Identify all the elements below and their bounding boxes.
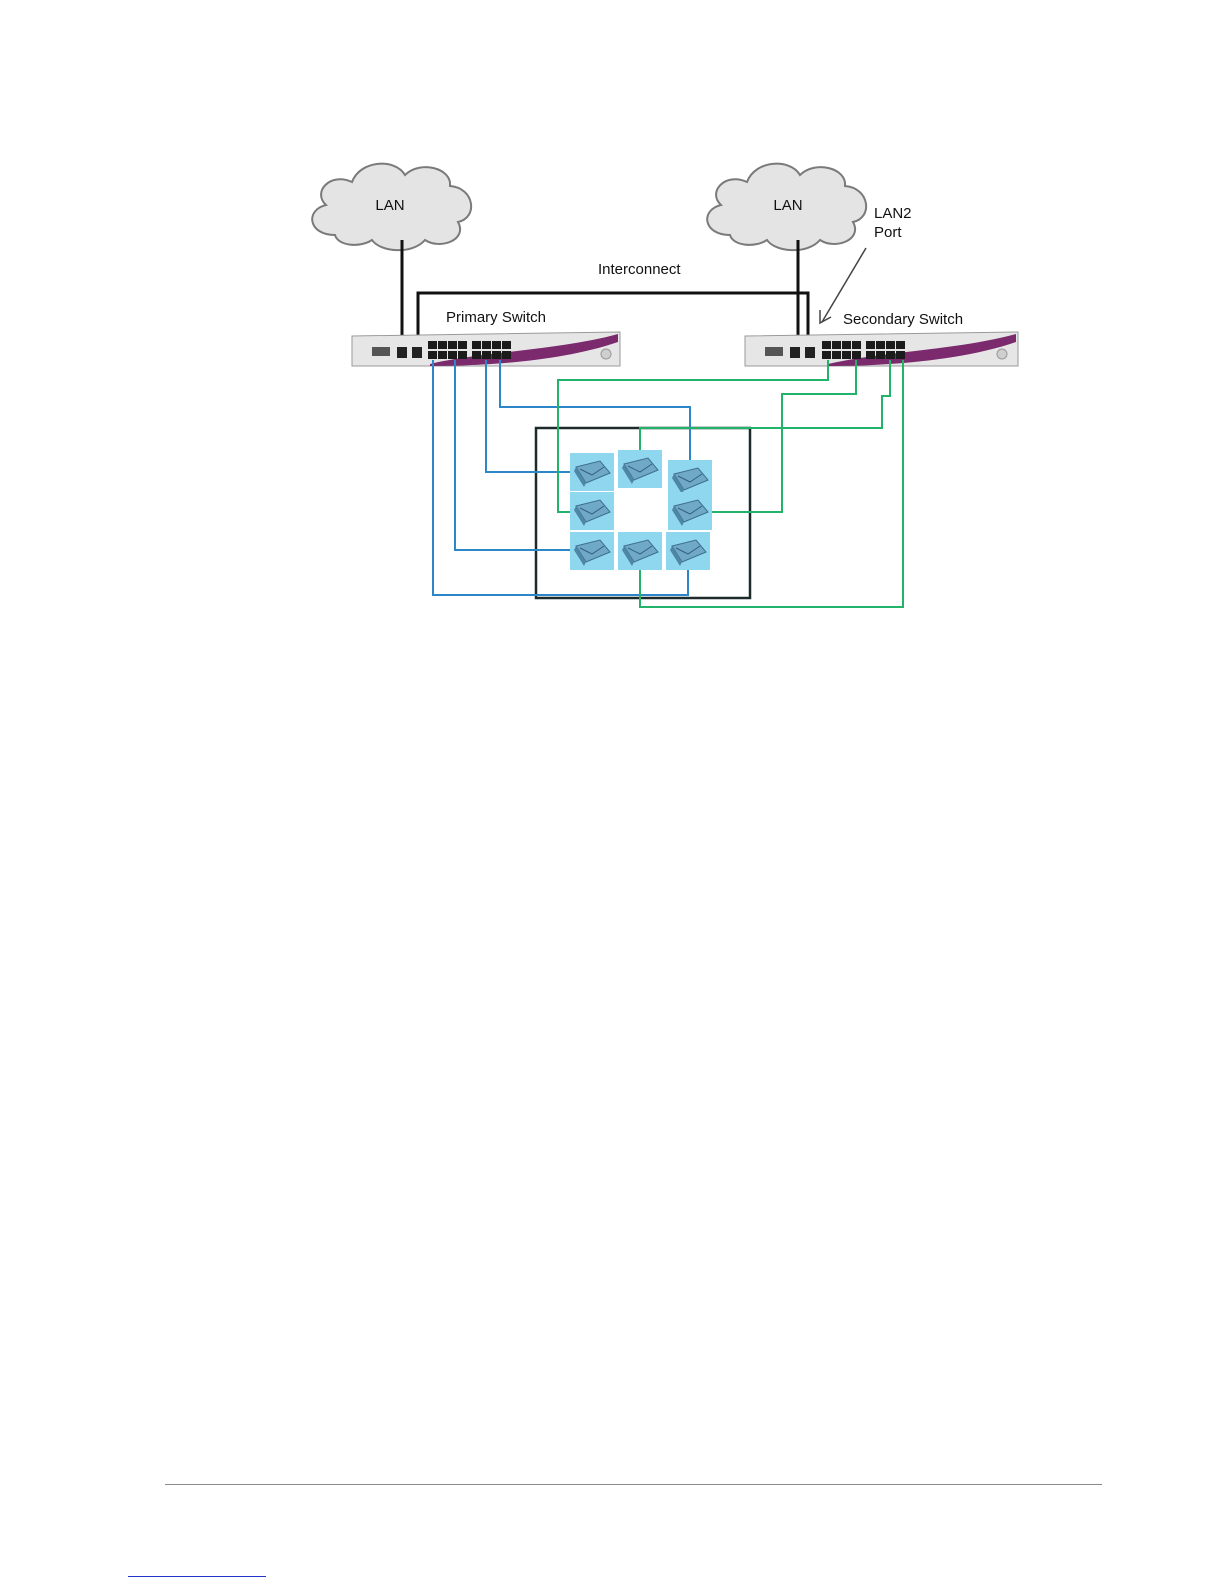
- interconnect-label: Interconnect: [598, 261, 681, 278]
- primary-switch-label: Primary Switch: [446, 309, 546, 326]
- primary-link: [500, 360, 690, 462]
- lan2-port-label-line2: Port: [874, 224, 902, 241]
- secondary-switch-label: Secondary Switch: [843, 311, 963, 328]
- lan2-port-label-line1: LAN2: [874, 205, 912, 222]
- device-icon: [618, 450, 662, 488]
- lan-label-right: LAN: [773, 197, 802, 214]
- primary-link: [486, 360, 572, 472]
- footer-link-underline: [128, 1576, 266, 1577]
- device-icon: [666, 532, 710, 570]
- lan-cloud-right: LAN: [707, 164, 866, 250]
- secondary-link: [708, 360, 856, 512]
- device-icon: [618, 532, 662, 570]
- device-icon: [570, 492, 614, 530]
- device-icon: [668, 492, 712, 530]
- device-grid: [570, 450, 712, 570]
- primary-link: [455, 360, 572, 550]
- lan-label-left: LAN: [375, 197, 404, 214]
- footer-rule: [165, 1484, 1102, 1485]
- lan-cloud-left: LAN: [312, 164, 471, 250]
- device-icon: [570, 532, 614, 570]
- secondary-switch: [745, 332, 1018, 366]
- device-icon: [570, 453, 614, 491]
